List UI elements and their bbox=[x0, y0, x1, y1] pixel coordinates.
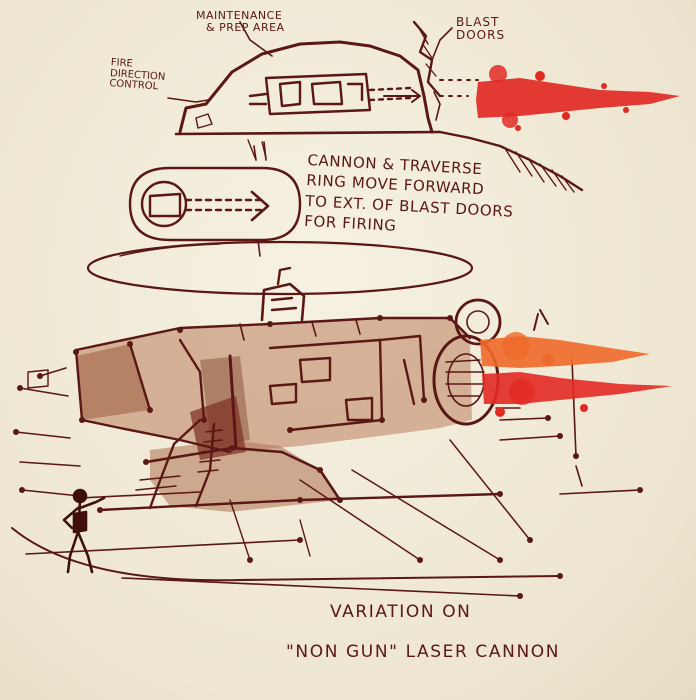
maintenance-label-line1: MAINTENANCE bbox=[196, 9, 283, 22]
cannon-laser-blast bbox=[480, 332, 672, 417]
cannon-traverse-note: CANNON & TRAVERSE RING MOVE FORWARD TO E… bbox=[304, 150, 516, 242]
sketch-title-line1: VARIATION ON bbox=[330, 602, 472, 622]
blast-doors-label: BLAST DOORS bbox=[456, 16, 505, 41]
top-laser-blast bbox=[476, 65, 680, 131]
sketch-title-line2: "NON GUN" LASER CANNON bbox=[286, 642, 561, 662]
maintenance-label-line2: & PREP AREA bbox=[206, 20, 285, 34]
traverse-ring-ellipse bbox=[86, 240, 474, 296]
maintenance-prep-area-label: MAINTENANCE & PREP AREA bbox=[196, 10, 285, 33]
blast-doors-label-line2: DOORS bbox=[456, 27, 506, 42]
main-cannon-sketch bbox=[11, 266, 643, 599]
human-scale-figure bbox=[62, 488, 106, 574]
fire-direction-control-label: FIRE DIRECTION CONTROL bbox=[109, 57, 166, 93]
blast-doors-label-line1: BLAST bbox=[456, 15, 500, 29]
bunker-section-sketch bbox=[167, 20, 584, 193]
traverse-ring-plan-sketch bbox=[128, 141, 302, 257]
